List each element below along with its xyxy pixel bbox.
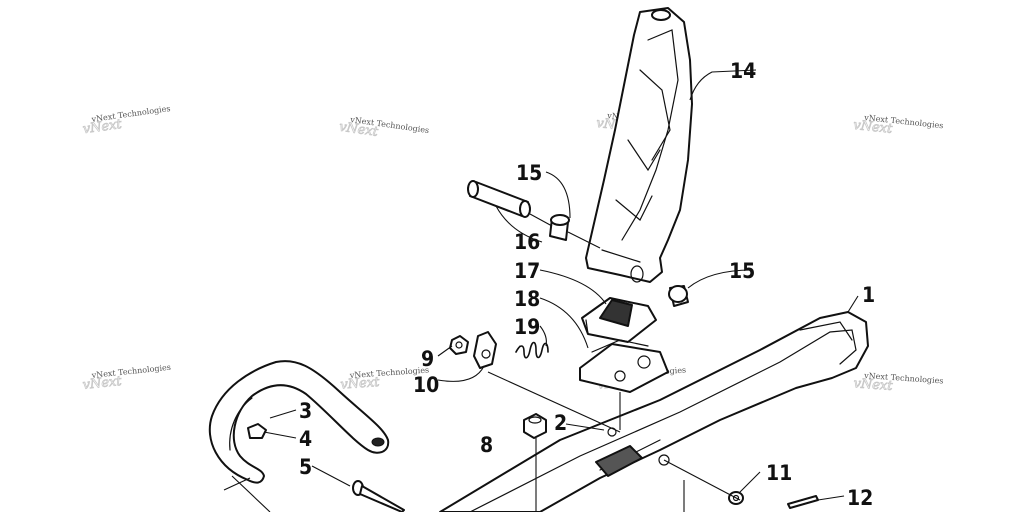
assembly-lines	[223, 213, 741, 512]
part-15-bushing-left	[549, 214, 570, 241]
watermark-1: vNext vNext Technologies	[82, 104, 171, 138]
part-1-ski	[439, 311, 869, 512]
part-19-spring	[515, 341, 549, 359]
part-17-bumper	[581, 297, 657, 343]
part-10-plate	[473, 331, 497, 369]
callout-10: 10	[413, 373, 439, 397]
part-4-grommet	[247, 423, 267, 439]
part-9-nut	[449, 335, 469, 355]
svg-text:vNext Technologies: vNext Technologies	[90, 363, 171, 380]
callout-14: 14	[730, 59, 756, 83]
svg-text:vNext Technologies: vNext Technologies	[90, 104, 171, 124]
callout-16: 16	[514, 230, 540, 254]
svg-text:vNext: vNext	[82, 117, 123, 137]
callout-12: 12	[847, 486, 873, 510]
callout-2: 2	[554, 411, 567, 435]
watermark-8: vNext vNext Technologies	[853, 371, 944, 394]
callout-3: 3	[299, 399, 312, 423]
svg-text:vNext: vNext	[853, 376, 894, 394]
part-16-pin	[467, 180, 531, 218]
callout-15-lower: 15	[729, 259, 755, 283]
svg-text:vNext: vNext	[853, 118, 894, 137]
callout-1: 1	[862, 283, 875, 307]
callout-9: 9	[421, 347, 434, 371]
watermark-2: vNext vNext Technologies	[338, 115, 430, 140]
callout-4: 4	[299, 427, 312, 451]
callout-5: 5	[299, 455, 312, 479]
callout-15-upper: 15	[516, 161, 542, 185]
callout-19: 19	[514, 315, 540, 339]
svg-text:vNext: vNext	[340, 375, 381, 393]
leader-lines	[263, 69, 859, 501]
callout-17: 17	[514, 259, 540, 283]
part-18-bracket	[579, 339, 669, 393]
part-15-bushing-right	[668, 285, 689, 307]
callout-8: 8	[480, 433, 493, 457]
watermark-5: vNext vNext Technologies	[82, 363, 172, 394]
callout-11: 11	[766, 461, 792, 485]
part-12-cotter-pin	[787, 495, 819, 509]
svg-text:vNext: vNext	[82, 374, 123, 393]
part-3-handle	[208, 360, 390, 484]
watermark-4: vNext vNext Technologies	[852, 113, 944, 137]
svg-text:vNext: vNext	[338, 120, 379, 140]
part-14-spindle	[585, 7, 693, 283]
part-8-locknut	[523, 413, 547, 439]
callout-18: 18	[514, 287, 540, 311]
part-5-bolt	[352, 480, 405, 512]
callouts: 14 15 16 17 15 18 19 1 9 10 3 2 4 8 5 11…	[299, 59, 875, 510]
